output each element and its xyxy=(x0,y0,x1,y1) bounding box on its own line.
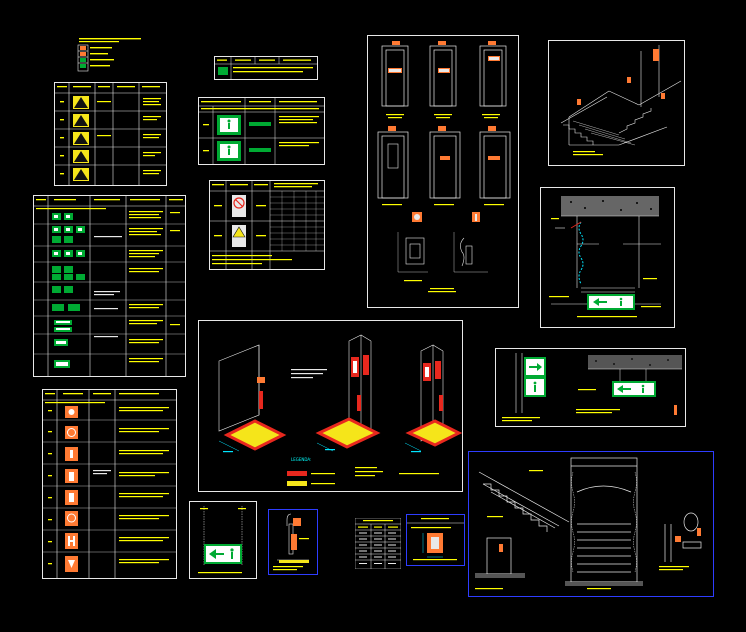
stair-perspective-drawing xyxy=(560,45,682,156)
signage-code-legend-table xyxy=(76,37,148,73)
ceiling-exit-section-drawing xyxy=(549,196,661,318)
warning-triangle-icon xyxy=(73,96,89,181)
dimension-reference-table xyxy=(355,518,401,569)
exit-sign-icon xyxy=(52,213,85,368)
emergency-exit-table xyxy=(198,97,325,165)
floor-marking-perspective: LEGENDA: xyxy=(198,320,463,492)
exit-signs-table xyxy=(33,195,186,377)
signage-code-legend-drawing xyxy=(77,38,141,72)
stair-section-drawing xyxy=(475,457,702,590)
legend-swatch-red xyxy=(287,471,307,476)
prohibition-signs-table-drawing xyxy=(210,181,324,269)
fire-equipment-signs-table xyxy=(42,389,177,579)
sign-mounting-drawing xyxy=(273,513,309,571)
dimension-table-drawing xyxy=(355,518,401,569)
hydrant-icon xyxy=(257,377,443,411)
legend-title: LEGENDA: xyxy=(291,457,311,462)
exit-signs-table-drawing xyxy=(34,196,185,376)
exit-sign-wall-drawing xyxy=(198,506,246,574)
warning-signs-table-drawing xyxy=(55,83,166,185)
stair-icon xyxy=(560,45,682,146)
stair-section-details xyxy=(468,451,714,597)
door-icon xyxy=(377,45,511,199)
door-elevations-drawing xyxy=(377,41,511,293)
emergency-exit-table-drawing xyxy=(199,98,324,164)
sign-mounting-detail xyxy=(268,509,318,575)
fire-equipment-signs-table-drawing xyxy=(43,390,176,578)
arrow-left-icon xyxy=(593,298,607,306)
wall-exit-sign-details xyxy=(495,348,686,427)
floor-marking-drawing: LEGENDA: xyxy=(218,334,462,486)
sign-header-table xyxy=(214,56,318,80)
exit-sign-wall-detail xyxy=(189,501,257,579)
legend-swatch-yellow xyxy=(287,481,307,486)
prohibition-signs-table xyxy=(209,180,325,270)
sign-header-table-drawing xyxy=(215,57,317,79)
stair-signage-perspective xyxy=(548,40,685,166)
fire-extinguisher-icon xyxy=(65,406,78,572)
wall-exit-details-drawing xyxy=(502,353,682,422)
door-signage-elevations xyxy=(367,35,519,308)
sign-size-detail xyxy=(406,514,465,566)
ceiling-exit-sign-section xyxy=(540,187,675,328)
warning-signs-table xyxy=(54,82,167,186)
sign-size-drawing xyxy=(407,518,464,561)
arrow-right-icon xyxy=(529,363,542,371)
